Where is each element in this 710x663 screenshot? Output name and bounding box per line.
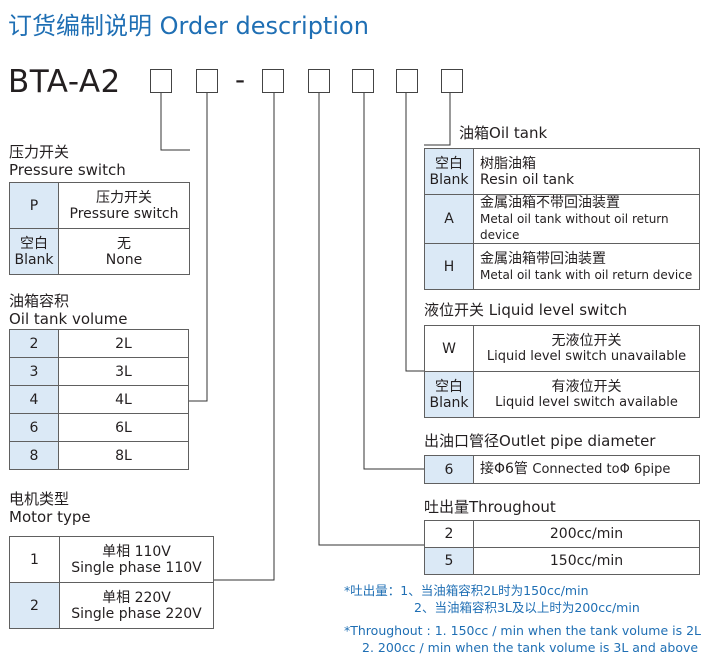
line-pressure-switch — [160, 93, 190, 151]
motor-type-label: 电机类型 Motor type — [9, 490, 91, 526]
table-row: 6 接Φ6管 Connected toΦ 6pipe — [424, 455, 700, 484]
line-oil-tank — [424, 93, 451, 146]
line-motor-type — [213, 93, 275, 581]
note-cn-2: 2、当油箱容积3L及以上时为200cc/min — [414, 600, 640, 615]
tank-volume-label: 油箱容积 Oil tank volume — [9, 292, 128, 328]
line-liquid-level — [405, 93, 424, 372]
note-cn-1: *吐出量：1、当油箱容积2L时为150cc/min — [344, 583, 589, 598]
line-throughout — [318, 93, 424, 546]
slot-throughout — [308, 69, 330, 93]
model-dash: - — [235, 63, 246, 96]
line-tank-volume — [188, 93, 208, 402]
slot-tank-volume — [196, 69, 218, 93]
line-outlet-pipe — [363, 93, 424, 470]
model-prefix: BTA-A2 — [8, 64, 121, 100]
note-en-2: 2. 200cc / min when the tank volume is 3… — [362, 640, 699, 655]
slot-oil-tank — [441, 69, 463, 93]
liquid-level-label: 液位开关 Liquid level switch — [424, 301, 628, 319]
slot-liquid-level — [396, 69, 418, 93]
page-title: 订货编制说明 Order description — [8, 12, 369, 40]
slot-pressure-switch — [150, 69, 172, 93]
slot-motor-type — [262, 69, 284, 93]
note-en-1: *Throughout : 1. 150cc / min when the ta… — [344, 623, 702, 638]
outlet-pipe-label: 出油口管径Outlet pipe diameter — [424, 432, 656, 450]
outlet-pipe-table: 6 接Φ6管 Connected toΦ 6pipe — [424, 455, 700, 484]
throughout-label: 吐出量Throughout — [424, 498, 556, 516]
pressure-switch-label: 压力开关 Pressure switch — [9, 143, 126, 179]
oil-tank-label: 油箱Oil tank — [459, 124, 548, 142]
slot-outlet-pipe — [352, 69, 374, 93]
